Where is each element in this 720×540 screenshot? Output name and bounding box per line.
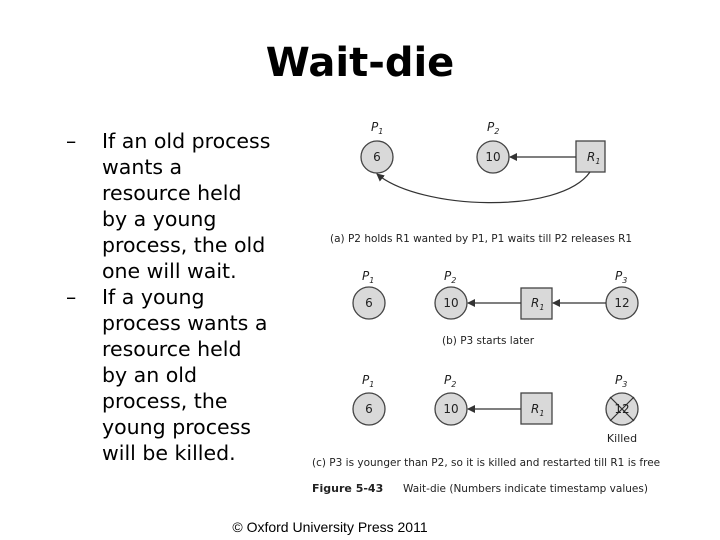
bullet-list: – If an old process wants a resource hel… — [66, 128, 296, 466]
bullet-item-2: – If a young process wants a resource he… — [66, 284, 296, 466]
resource-box — [575, 140, 606, 173]
bullet-line: If an old process — [102, 129, 271, 153]
bullet-line: by a young — [102, 207, 217, 231]
process-label: P3 — [615, 269, 627, 285]
process-label: P2 — [444, 373, 456, 389]
resource-label: R1 — [531, 402, 544, 418]
process-label: P2 — [487, 120, 499, 136]
process-label: P1 — [371, 120, 383, 136]
process-label: P1 — [362, 373, 374, 389]
timestamp-label: 12 — [614, 296, 629, 310]
figure-number: Figure 5-43 — [312, 482, 383, 495]
bullet-line: will be killed. — [102, 441, 236, 465]
figure-caption: Wait-die (Numbers indicate timestamp val… — [403, 483, 648, 495]
resource-label: R1 — [531, 296, 544, 312]
timestamp-label: 12 — [614, 402, 629, 416]
bullet-item-1: – If an old process wants a resource hel… — [66, 128, 296, 284]
timestamp-label: 6 — [365, 296, 373, 310]
bullet-line: young process — [102, 415, 251, 439]
bullet-line: by an old — [102, 363, 197, 387]
bullet-marker: – — [66, 285, 77, 309]
copyright-footer: © Oxford University Press 2011 — [232, 519, 428, 535]
bullet-line: process, the — [102, 389, 228, 413]
bullet-line: process, the old — [102, 233, 266, 257]
bullet-line: process wants a — [102, 311, 268, 335]
bullet-line: resource held — [102, 181, 242, 205]
bullet-marker: – — [66, 129, 77, 153]
resource-label: R1 — [587, 150, 600, 166]
timestamp-label: 6 — [373, 150, 381, 164]
resource-box — [520, 392, 553, 425]
panel-a-caption: (a) P2 holds R1 wanted by P1, P1 waits t… — [330, 233, 632, 245]
bullet-line: one will wait. — [102, 259, 237, 283]
panel-c-caption: (c) P3 is younger than P2, so it is kill… — [312, 457, 660, 469]
process-label: P3 — [615, 373, 627, 389]
timestamp-label: 6 — [365, 402, 373, 416]
kill-cross-line — [609, 396, 635, 422]
panel-b-caption: (b) P3 starts later — [442, 335, 535, 347]
killed-label: Killed — [607, 432, 637, 445]
timestamp-label: 10 — [443, 296, 458, 310]
timestamp-label: 10 — [443, 402, 458, 416]
bullet-line: resource held — [102, 337, 242, 361]
timestamp-label: 10 — [485, 150, 500, 164]
process-node — [352, 286, 386, 320]
process-node — [352, 392, 386, 426]
process-node — [360, 140, 394, 174]
bullet-line: If a young — [102, 285, 205, 309]
resource-box — [520, 287, 553, 320]
process-label: P1 — [362, 269, 374, 285]
bullet-line: wants a — [102, 155, 183, 179]
slide-title: Wait-die — [265, 40, 455, 86]
process-label: P2 — [444, 269, 456, 285]
wants-arrow — [376, 171, 591, 204]
